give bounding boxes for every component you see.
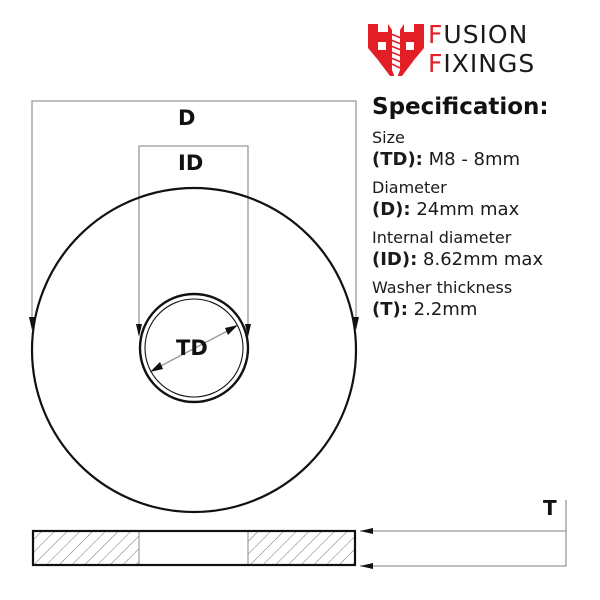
brand-line-2: FIXINGS: [428, 49, 536, 78]
spec-item-diameter: Diameter (D): 24mm max: [372, 178, 597, 222]
internal-diameter-dimension: [136, 145, 251, 337]
thread-circle: [144, 298, 244, 398]
spec-item-thickness: Washer thickness (T): 2.2mm: [372, 278, 597, 322]
thread-diameter-label: TD: [176, 336, 208, 360]
spec-item-size: Size (TD): M8 - 8mm: [372, 128, 597, 172]
washer-cross-section: [31, 529, 357, 567]
internal-diameter-label: ID: [178, 151, 204, 175]
thread-diameter-dimension: [150, 325, 238, 372]
washer-outer-circle: [30, 186, 358, 514]
brand-logo: FUSION FIXINGS: [366, 20, 586, 82]
specification-title: Specification:: [372, 94, 549, 120]
outer-diameter-label: D: [178, 106, 196, 130]
brand-line-1: FUSION: [428, 20, 529, 49]
spec-value: (ID): 8.62mm max: [372, 249, 544, 270]
thickness-label: T: [543, 496, 557, 520]
spec-value: (TD): M8 - 8mm: [372, 149, 521, 170]
outer-diameter-dimension: [29, 100, 359, 330]
spec-value: (T): 2.2mm: [372, 299, 478, 320]
spec-name: Diameter: [372, 178, 447, 197]
washer-hole-circle: [138, 292, 250, 404]
specification-panel: Specification: Size (TD): M8 - 8mm Diame…: [372, 94, 597, 328]
spec-name: Internal diameter: [372, 228, 512, 247]
brand-name: FUSION FIXINGS: [428, 20, 535, 78]
spec-name: Washer thickness: [372, 278, 513, 297]
spec-name: Size: [372, 128, 405, 147]
spec-value: (D): 24mm max: [372, 199, 520, 220]
thickness-dimension: [360, 500, 567, 569]
double-f-screw-icon: [368, 24, 424, 80]
spec-item-internal-diameter: Internal diameter (ID): 8.62mm max: [372, 228, 597, 272]
